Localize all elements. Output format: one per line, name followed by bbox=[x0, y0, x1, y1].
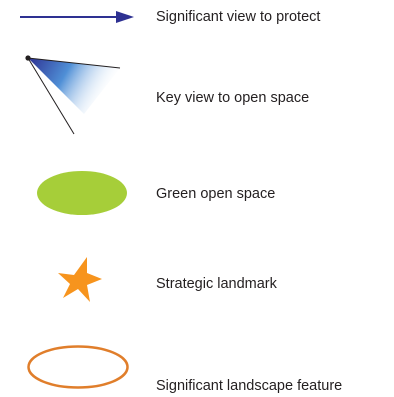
legend-item-view-to-protect: Significant view to protect bbox=[0, 0, 394, 40]
legend-label: Significant view to protect bbox=[156, 9, 321, 25]
star-icon bbox=[58, 257, 102, 302]
view-cone-icon bbox=[25, 55, 121, 135]
legend-label: Significant landscape feature bbox=[156, 378, 343, 394]
legend-item-strategic-landmark: Strategic landmark bbox=[0, 254, 394, 314]
legend-item-landscape-feature: Significant landscape feature bbox=[0, 340, 394, 397]
legend-label: Strategic landmark bbox=[156, 276, 277, 292]
legend-label: Green open space bbox=[156, 186, 276, 202]
legend-label: Key view to open space bbox=[156, 90, 310, 106]
orange-ring-icon bbox=[27, 345, 129, 389]
legend-item-key-view: Key view to open space bbox=[0, 50, 394, 140]
legend-item-green-open-space: Green open space bbox=[0, 168, 394, 218]
green-ellipse-icon bbox=[37, 171, 127, 215]
arrow-icon bbox=[20, 11, 134, 23]
